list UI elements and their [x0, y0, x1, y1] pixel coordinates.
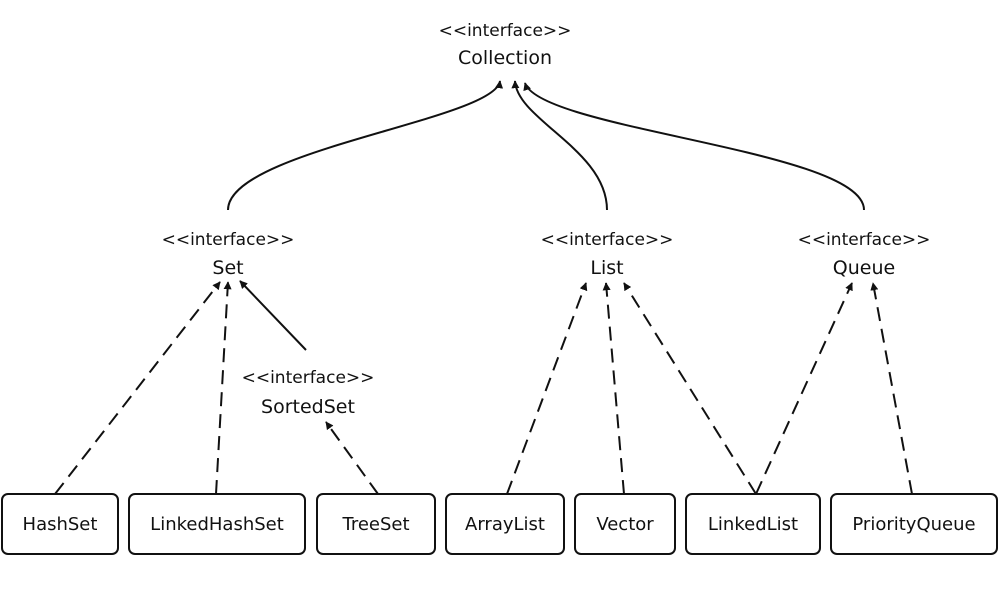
- class-name: HashSet: [23, 514, 98, 535]
- class-name: Vector: [596, 514, 654, 535]
- edge-vector-to-list: [602, 282, 625, 495]
- interface-set: <<interface>> Set: [162, 230, 295, 279]
- class-box: [445, 493, 565, 555]
- class-priorityqueue: PriorityQueue: [830, 493, 998, 555]
- interface-name: Queue: [833, 257, 895, 279]
- class-hashset: HashSet: [1, 493, 119, 555]
- stereotype-label: <<interface>>: [162, 230, 295, 250]
- interface-list: <<interface>> List: [541, 230, 674, 279]
- interface-collection: <<interface>> Collection: [439, 21, 572, 69]
- class-box: [316, 493, 436, 555]
- interface-name: List: [590, 257, 623, 279]
- edge-sortedset-to-set: [239, 280, 307, 351]
- edge-arraylist-to-list: [506, 282, 588, 495]
- stereotype-label: <<interface>>: [798, 230, 931, 250]
- class-box: [128, 493, 306, 555]
- class-box: [1, 493, 119, 555]
- class-name: LinkedHashSet: [150, 514, 284, 535]
- stereotype-label: <<interface>>: [242, 368, 375, 388]
- edge-priorityqueue-to-queue: [870, 282, 913, 495]
- class-treeset: TreeSet: [316, 493, 436, 555]
- edge-linkedhashset-to-set: [215, 281, 232, 495]
- interface-queue: <<interface>> Queue: [798, 230, 931, 279]
- interface-sortedset: <<interface>> SortedSet: [242, 368, 375, 418]
- interface-name: Collection: [458, 47, 552, 69]
- interface-name: Set: [212, 257, 243, 279]
- class-box: [685, 493, 821, 555]
- class-name: TreeSet: [341, 514, 409, 535]
- edge-set-to-collection: [227, 80, 504, 211]
- class-linkedlist: LinkedList: [685, 493, 821, 555]
- stereotype-label: <<interface>>: [439, 21, 572, 41]
- class-box: [574, 493, 676, 555]
- class-linkedhashset: LinkedHashSet: [128, 493, 306, 555]
- edge-list-to-collection: [511, 80, 608, 211]
- class-box: [830, 493, 998, 555]
- class-vector: Vector: [574, 493, 676, 555]
- edge-linkedlist-to-list: [623, 282, 757, 495]
- class-name: ArrayList: [465, 514, 545, 535]
- edge-hashset-to-set: [54, 281, 221, 495]
- stereotype-label: <<interface>>: [541, 230, 674, 250]
- edge-linkedlist-to-queue: [755, 282, 853, 495]
- class-arraylist: ArrayList: [445, 493, 565, 555]
- edge-treeset-to-sortedset: [325, 421, 379, 495]
- interface-name: SortedSet: [261, 396, 355, 418]
- class-name: LinkedList: [708, 514, 798, 535]
- class-name: PriorityQueue: [852, 514, 975, 535]
- edge-queue-to-collection: [523, 82, 865, 211]
